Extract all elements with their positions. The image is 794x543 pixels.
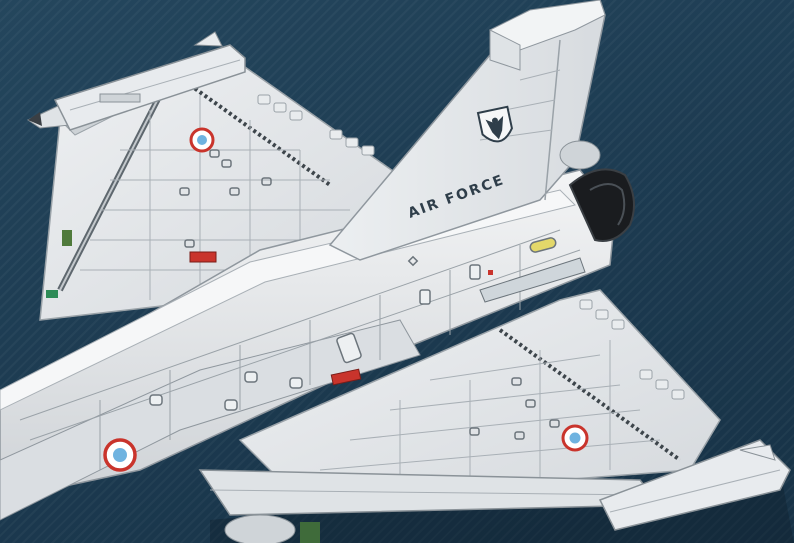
tail-fin: AIR FORCE [328,0,606,261]
roundel-marking [103,438,137,472]
stand-post [62,230,72,246]
eagle-emblem [476,105,513,143]
wingtip-missile-lower [598,439,791,531]
lower-wing [238,289,721,501]
fuselage [0,169,616,521]
wingtip-missile-upper [26,31,246,131]
roundel-marking [561,424,589,452]
underbelly-tank [198,469,662,543]
engine-nozzle [559,140,635,242]
roundel-marking [189,127,215,153]
